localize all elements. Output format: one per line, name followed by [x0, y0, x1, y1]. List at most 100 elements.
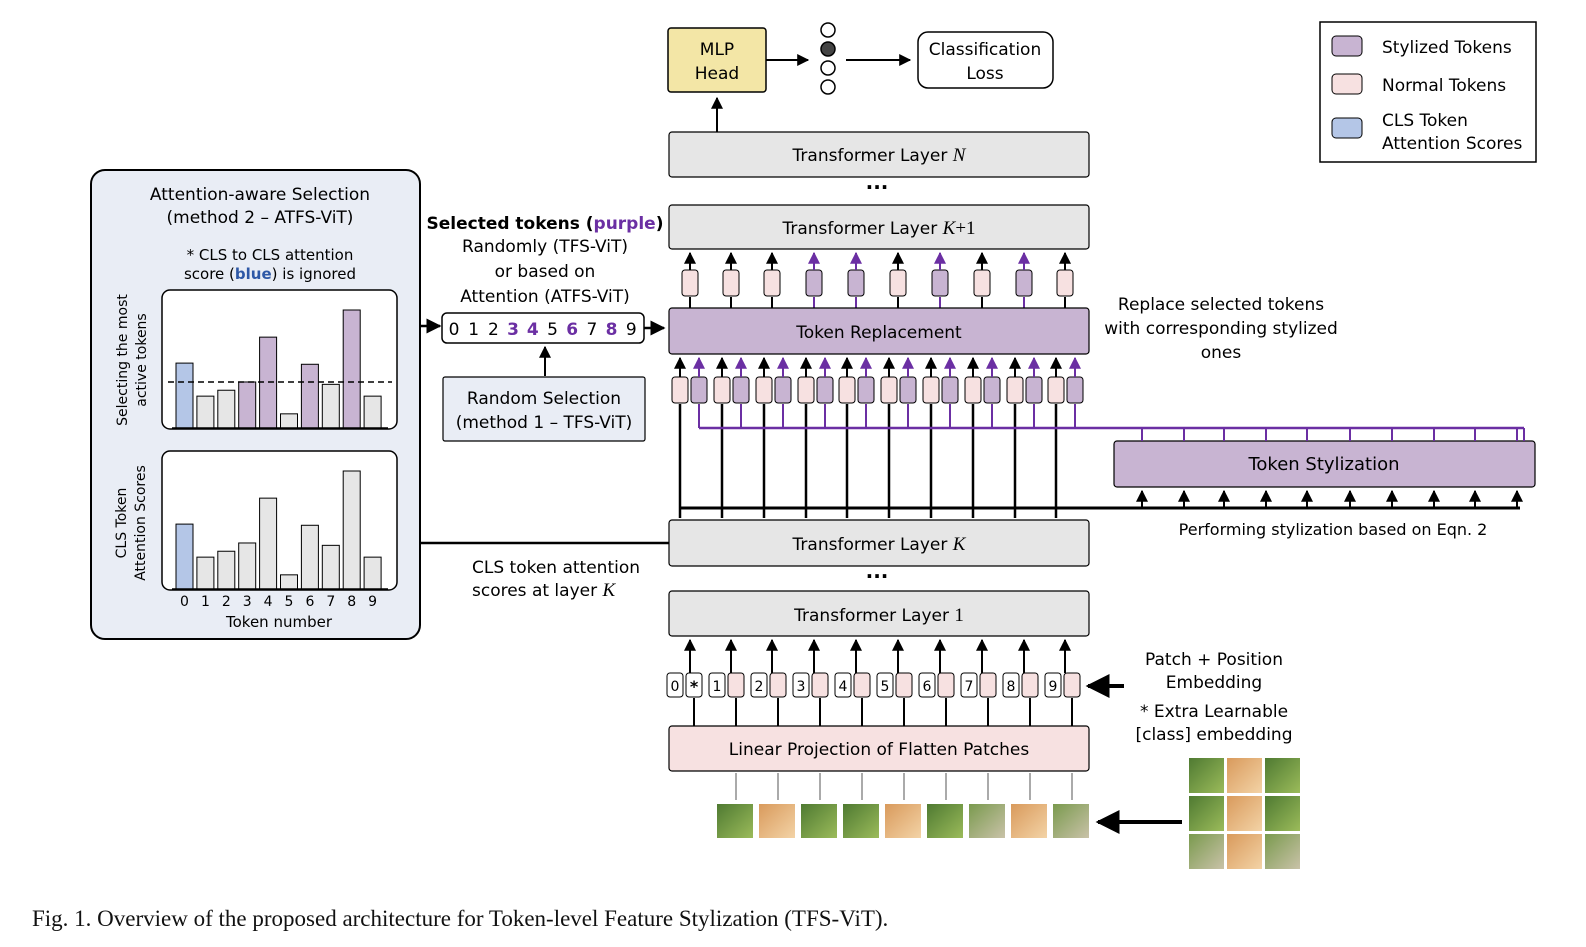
selected-title-close: ) — [656, 214, 664, 234]
x-axis-label: Token number — [225, 613, 333, 631]
legend-swatch-cls — [1331, 117, 1363, 139]
position-embedding: 6 — [918, 672, 936, 698]
stylized-token — [899, 376, 917, 404]
position-embedding: 8 — [1002, 672, 1020, 698]
image-patch — [969, 804, 1005, 838]
bar — [238, 381, 257, 429]
position-embedding: 7 — [960, 672, 978, 698]
svg-text:Transformer Layer N: Transformer Layer N — [792, 145, 967, 166]
stylized-token — [1066, 376, 1084, 404]
class-embedding: * — [685, 672, 703, 698]
embedding-note-4: [class] embedding — [1135, 725, 1292, 745]
image-patch — [843, 804, 879, 838]
bar — [321, 383, 340, 429]
strip-digit: 8 — [606, 320, 618, 340]
normal-token — [1056, 269, 1074, 297]
input-patch — [1265, 758, 1300, 793]
replace-note-1: Replace selected tokens — [1118, 295, 1324, 315]
stylized-token — [1015, 269, 1033, 297]
legend-swatch-normal — [1331, 73, 1363, 95]
patch-embedding — [769, 672, 787, 698]
transformer-layer-1: Transformer Layer 1 — [668, 590, 1090, 637]
mlp-head: MLP Head — [667, 27, 767, 93]
normal-token — [671, 376, 689, 404]
token-replacement-label: Token Replacement — [795, 323, 962, 343]
normal-token — [838, 376, 856, 404]
strip-digit: 7 — [586, 320, 597, 340]
layer-1-label: Transformer Layer — [793, 606, 954, 626]
token-stylization: Token Stylization — [1113, 440, 1536, 488]
input-patch — [1227, 758, 1262, 793]
replaced-token-row — [681, 251, 1074, 308]
position-embedding: 3 — [792, 672, 810, 698]
position-embedding: 2 — [750, 672, 768, 698]
replace-note-3: ones — [1201, 343, 1242, 363]
embed-label: 5 — [881, 679, 890, 695]
legend-label-cls-1: CLS Token — [1382, 111, 1468, 131]
layer-k-var: K — [952, 534, 967, 555]
x-tick: 1 — [201, 594, 210, 610]
panel-note-3: ) is ignored — [272, 265, 356, 283]
output-neurons — [820, 22, 836, 95]
top-ylabel-2: active tokens — [134, 313, 150, 406]
position-embedding: 0 — [666, 672, 684, 698]
figure-caption: Fig. 1. Overview of the proposed archite… — [32, 906, 889, 931]
token-replacement: Token Replacement — [668, 307, 1090, 355]
patch-embedding — [853, 672, 871, 698]
svg-text:scores at layer K: scores at layer K — [472, 580, 616, 601]
embed-label: 7 — [965, 679, 974, 695]
bar — [321, 544, 340, 590]
bar — [196, 556, 215, 590]
input-patch — [1227, 796, 1262, 831]
mlp-head-line1: MLP — [700, 40, 734, 60]
image-patch — [717, 804, 753, 838]
x-tick: 8 — [347, 594, 356, 610]
input-patch — [1265, 796, 1300, 831]
bar — [342, 470, 361, 590]
random-selection-line2: (method 1 – TFS-ViT) — [456, 413, 633, 433]
cls-note-1: CLS token attention — [472, 558, 640, 578]
svg-text:Transformer Layer K: Transformer Layer K — [792, 534, 967, 555]
input-image-grid — [1189, 758, 1300, 869]
selected-title-purple: purple — [594, 214, 656, 234]
legend-label-stylized: Stylized Tokens — [1382, 38, 1512, 58]
bar — [238, 542, 257, 590]
patch-embedding — [937, 672, 955, 698]
stylized-token — [690, 376, 708, 404]
selected-line-4: Attention (ATFS-ViT) — [460, 287, 630, 307]
token-pairs-row — [671, 356, 1524, 518]
normal-token — [880, 376, 898, 404]
bottom-ylabel-2: Attention Scores — [133, 465, 149, 581]
image-patch — [885, 804, 921, 838]
stylization-wires — [680, 428, 1525, 510]
stylized-token — [1025, 376, 1043, 404]
normal-token — [973, 269, 991, 297]
layer-n-var: N — [952, 145, 967, 166]
normal-token — [681, 269, 699, 297]
x-tick: 6 — [305, 594, 314, 610]
loss-line1: Classification — [929, 40, 1041, 60]
stylized-token — [983, 376, 1001, 404]
stylized-token — [941, 376, 959, 404]
position-embedding: 9 — [1044, 672, 1062, 698]
layer-n-label: Transformer Layer — [792, 146, 953, 166]
embedding-note-1: Patch + Position — [1145, 650, 1283, 670]
bar — [363, 395, 382, 429]
stylized-token — [931, 269, 949, 297]
bar — [342, 309, 361, 429]
strip-digit: 2 — [488, 320, 499, 340]
strip-digit: 3 — [507, 320, 519, 340]
normal-token — [755, 376, 773, 404]
strip-digit: 6 — [566, 320, 578, 340]
attention-aware-panel: Attention-aware Selection (method 2 – AT… — [90, 169, 421, 640]
cls-note-2: scores at layer — [472, 581, 602, 601]
normal-token — [713, 376, 731, 404]
bar — [175, 362, 194, 429]
x-tick: 9 — [368, 594, 377, 610]
selected-title: Selected tokens ( — [426, 214, 593, 234]
mlp-head-line2: Head — [695, 64, 739, 84]
layer-1-num: 1 — [954, 605, 964, 626]
svg-text:Transformer Layer 1: Transformer Layer 1 — [793, 605, 964, 626]
random-selection-box: Random Selection (method 1 – TFS-ViT) — [442, 376, 646, 442]
